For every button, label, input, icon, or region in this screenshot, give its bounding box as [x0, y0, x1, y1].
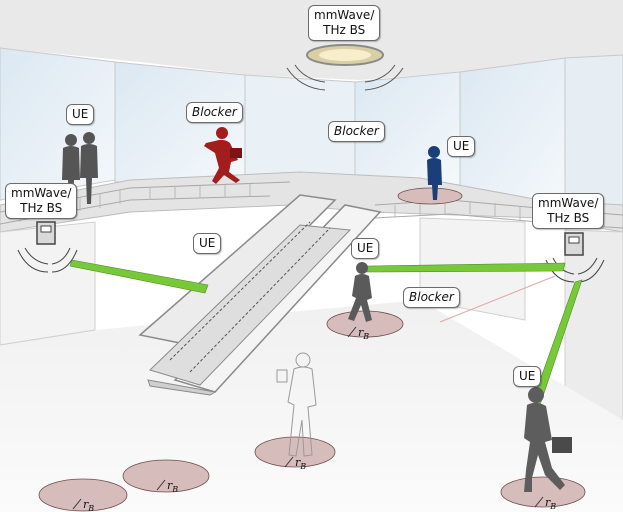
floor-edge [0, 329, 96, 346]
blocker-red-label: Blocker [186, 102, 243, 123]
bs-ceiling-label: mmWave/ THz BS [308, 5, 381, 41]
radius-markers [72, 326, 544, 510]
red-blocker [204, 127, 242, 184]
escalator [138, 194, 382, 396]
beams [69, 259, 583, 406]
bs-left-label: mmWave/ THz BS [5, 183, 78, 219]
radius-label: rB [545, 496, 556, 511]
glass-wall-right [459, 57, 566, 206]
ue-center-label: UE [193, 233, 222, 254]
ue-ghost-person [276, 352, 317, 457]
left-base-station [17, 221, 78, 273]
ue-upper-right-label: UE [447, 136, 476, 157]
ue-upper-right-person [427, 146, 442, 200]
ue-pair-upper-left [62, 132, 98, 205]
ue-escalator-person [348, 262, 372, 322]
blocker-mid-label: Blocker [403, 287, 460, 308]
ue-escalator-label: UE [351, 238, 380, 259]
ue-right-label: UE [513, 366, 542, 387]
blocked-beam [439, 275, 556, 323]
radius-label: rB [83, 498, 94, 512]
radius-label: rB [167, 479, 178, 494]
blocker-top-label: Blocker [328, 121, 385, 142]
glass-wall-far-right [564, 54, 623, 211]
radius-label: rB [295, 456, 306, 471]
ue-upper-left-label: UE [66, 104, 95, 125]
ue-right-person [524, 387, 572, 492]
bs-right-label: mmWave/ THz BS [532, 193, 605, 229]
column-right [564, 229, 623, 421]
radius-label: rB [358, 326, 369, 341]
ceiling-base-station [286, 44, 404, 91]
